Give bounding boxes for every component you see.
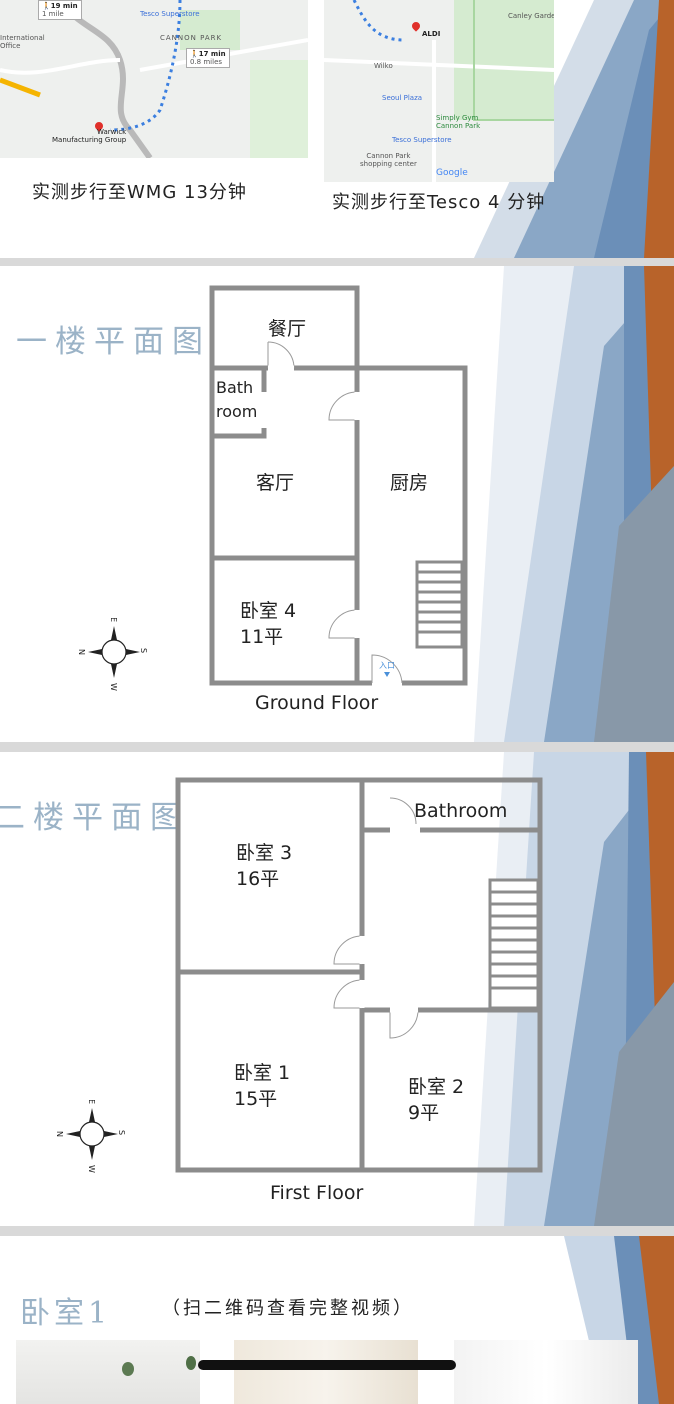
svg-text:S: S	[117, 1130, 126, 1135]
bedroom-photo-1[interactable]	[16, 1340, 200, 1404]
svg-text:E: E	[87, 1100, 96, 1104]
walk-time-badge-1: 🚶19 min 1 mile	[38, 0, 82, 20]
compass-icon: E N S W	[78, 618, 148, 691]
ground-floor-slide: 一楼平面图	[0, 266, 674, 742]
svg-text:N: N	[78, 649, 86, 655]
left-map-caption: 实测步行至WMG 13分钟	[32, 182, 247, 203]
tesco-label: Tesco Superstore	[140, 10, 200, 18]
room-kitchen: 厨房	[390, 472, 429, 494]
ground-floor-plan	[209, 285, 468, 686]
wilko-label: Wilko	[374, 62, 393, 70]
walk2-distance: 0.8 miles	[190, 58, 223, 66]
home-indicator[interactable]	[198, 1360, 456, 1370]
room-living: 客厅	[256, 472, 295, 494]
cannon-park-label: CANNON PARK	[160, 34, 223, 42]
room-dining: 餐厅	[268, 318, 307, 340]
svg-text:S: S	[139, 648, 148, 653]
bedroom-photo-3[interactable]	[454, 1340, 638, 1404]
plant-icon	[122, 1362, 134, 1376]
walk-icon: 🚶	[42, 2, 51, 10]
right-map-caption: 实测步行至Tesco 4 分钟	[332, 192, 546, 213]
bedroom-subtitle: （扫二维码查看完整视频）	[162, 1298, 414, 1319]
svg-text:W: W	[87, 1165, 96, 1173]
google-logo: Google	[436, 168, 468, 178]
first-floor-plan	[175, 777, 543, 1173]
walk1-time: 19 min	[50, 2, 78, 10]
tesco-label: Tesco Superstore	[392, 136, 452, 144]
bedroom-title: 卧室1	[20, 1296, 112, 1331]
entrance-label: 入口	[379, 661, 395, 670]
stairs	[415, 560, 464, 649]
svg-text:W: W	[109, 683, 118, 691]
stairs	[488, 878, 540, 1010]
aldi-label: ALDI	[422, 30, 441, 38]
svg-text:E: E	[109, 618, 118, 622]
right-map[interactable]: Canley Garden ALDI Wilko Seoul Plaza Sim…	[324, 0, 554, 182]
plant-icon	[186, 1356, 196, 1370]
room-bathroom-first: Bathroom	[414, 800, 508, 822]
first-floor-slide: 二楼平面图	[0, 752, 674, 1226]
bedroom-photo-2[interactable]	[234, 1340, 418, 1404]
first-floor-caption: First Floor	[270, 1182, 364, 1204]
map-roads	[0, 0, 308, 158]
compass-icon: E N S W	[56, 1100, 126, 1173]
walk1-distance: 1 mile	[42, 10, 64, 18]
walk-time-badge-2: 🚶17 min 0.8 miles	[186, 48, 230, 68]
ground-floor-title: 一楼平面图	[16, 324, 211, 360]
walk-icon: 🚶	[190, 50, 199, 58]
map-roads	[324, 0, 554, 182]
slide-decoration	[474, 752, 674, 1226]
ground-floor-caption: Ground Floor	[255, 692, 379, 714]
seoul-label: Seoul Plaza	[382, 94, 423, 102]
door-dining	[267, 341, 295, 371]
walk2-time: 17 min	[198, 50, 226, 58]
svg-text:N: N	[56, 1131, 64, 1137]
first-floor-title: 二楼平面图	[0, 800, 189, 836]
slide-decoration	[474, 266, 674, 742]
canley-label: Canley Garden	[508, 12, 554, 20]
bedroom-slide: 卧室1 （扫二维码查看完整视频）	[0, 1236, 674, 1404]
slide-decoration	[474, 0, 674, 258]
